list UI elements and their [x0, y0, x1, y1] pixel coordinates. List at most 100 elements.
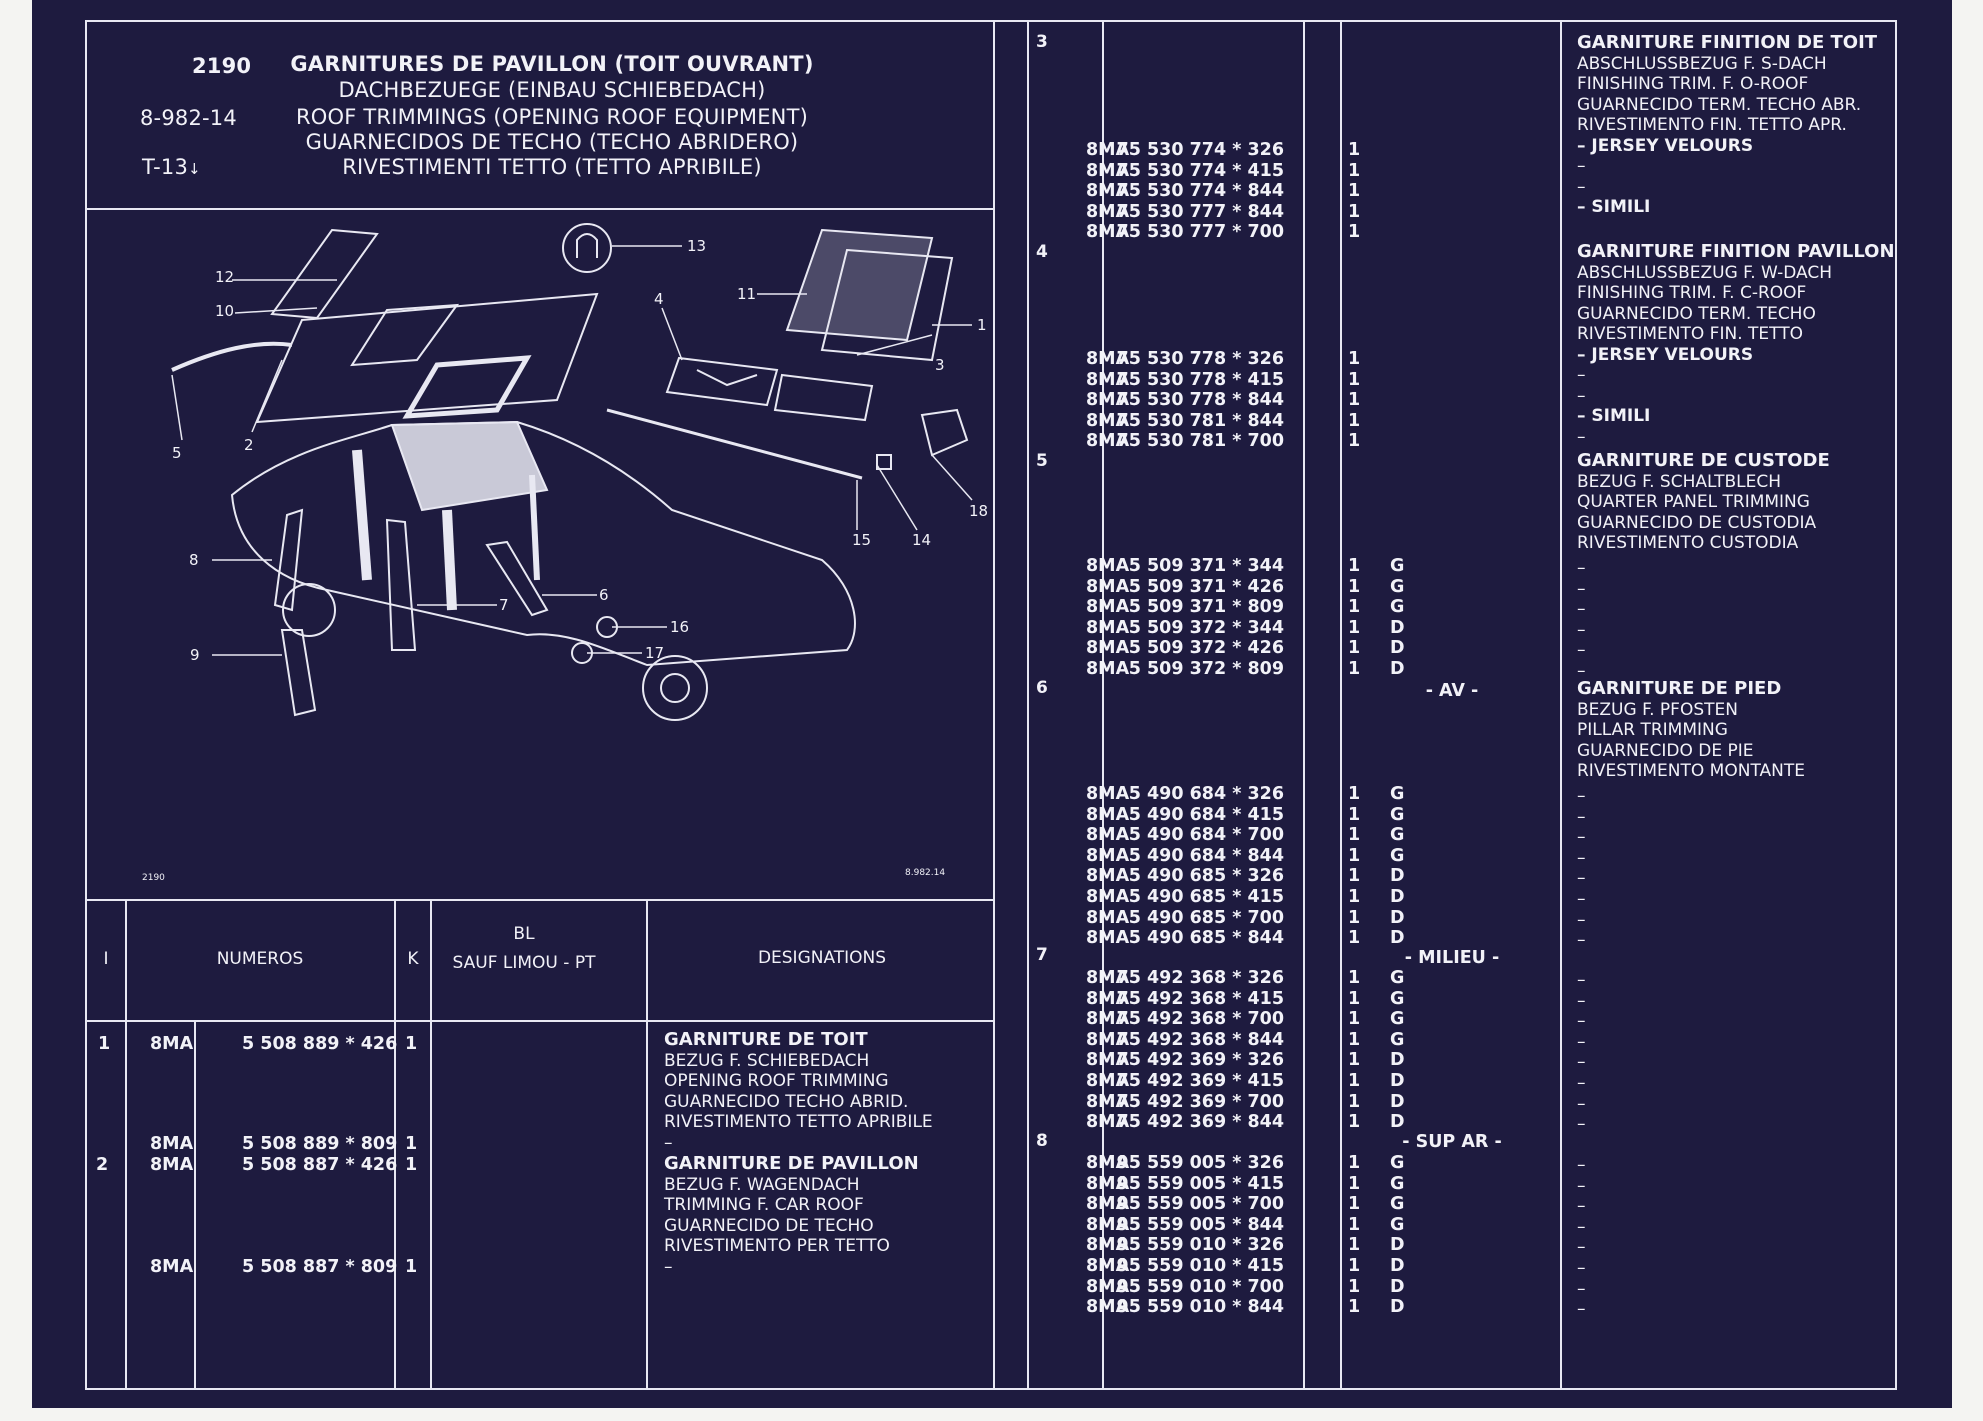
- callout-12: 12: [215, 268, 234, 286]
- row-code: 8MA: [1086, 1276, 1130, 1297]
- frame-line: [85, 899, 995, 901]
- frame-line: [85, 1020, 995, 1022]
- designation-line: FINISHING TRIM. F. C-ROOF: [1577, 283, 1807, 303]
- callout-9: 9: [190, 646, 200, 664]
- row-number: 5 508 887 * 426: [242, 1155, 398, 1175]
- callout-10: 10: [215, 302, 234, 320]
- col-header-i: I: [103, 949, 109, 969]
- row-side: D: [1390, 1050, 1405, 1071]
- designation-pillar: GARNITURE DE PIED BEZUG F. PFOSTEN PILLA…: [1577, 678, 1805, 782]
- row-number: 95 559 010 * 415: [1116, 1256, 1284, 1276]
- row-code: 8MA: [1086, 1297, 1130, 1318]
- position-sup-ar: - SUP AR -: [1402, 1132, 1502, 1152]
- row-code: 8MA: [1086, 1256, 1130, 1276]
- designation-title: GARNITURE FINITION DE TOIT: [1577, 32, 1878, 53]
- row-number: 5 490 684 * 844: [1128, 845, 1284, 866]
- row-qty: 1: [1348, 1276, 1361, 1297]
- row-code: 8MA: [150, 1134, 194, 1154]
- designation-dash: –: [1577, 1216, 1586, 1237]
- title-de: DACHBEZUEGE (EINBAU SCHIEBEDACH): [338, 78, 766, 102]
- frame-line: [1340, 20, 1342, 1390]
- designation-line: GUARNECIDO DE TECHO: [664, 1215, 874, 1236]
- row-code: 8MA: [1086, 1235, 1130, 1256]
- row-side: G: [1390, 556, 1405, 576]
- row-number: 95 559 010 * 700: [1116, 1276, 1284, 1297]
- designation-dash: –: [1577, 990, 1586, 1011]
- designation-line: RIVESTIMENTO FIN. TETTO: [1577, 324, 1803, 344]
- designation-dash: –: [1577, 930, 1586, 951]
- designation-line: RIVESTIMENTO MONTANTE: [1577, 761, 1805, 781]
- designation-line: –: [664, 1256, 673, 1277]
- row-qty: 1: [1348, 201, 1361, 222]
- catalog-ref: 8-982-14: [140, 106, 237, 130]
- part-13-clip: [562, 223, 612, 273]
- part-10-roof-panel: [255, 292, 599, 424]
- row-number: 75 530 774 * 844: [1116, 181, 1284, 202]
- callout-7: 7: [499, 596, 509, 614]
- frame-line: [1027, 20, 1897, 22]
- car-roof-highlight: [390, 420, 549, 512]
- frame-line: [1027, 1388, 1897, 1390]
- part-15-strip: [606, 408, 863, 480]
- part-18-block: [920, 408, 969, 457]
- frame-line: [394, 899, 396, 1389]
- row-side: D: [1390, 907, 1405, 928]
- position-milieu: - MILIEU -: [1404, 948, 1500, 968]
- row-index: 2: [96, 1155, 109, 1175]
- designation-roof-trim: GARNITURE DE TOIT BEZUG F. SCHIEBEDACH O…: [664, 1029, 933, 1153]
- row-side: D: [1390, 1112, 1405, 1133]
- row-code: 8MA: [1086, 369, 1130, 390]
- row-code: 8MA: [1086, 617, 1130, 638]
- row-side: G: [1390, 988, 1405, 1009]
- row-number: 75 530 777 * 700: [1116, 222, 1284, 243]
- designation-title: GARNITURE DE CUSTODE: [1577, 450, 1830, 471]
- row-qty: 1: [1348, 988, 1361, 1009]
- row-number: 75 530 774 * 326: [1116, 140, 1284, 160]
- row-qty: 1: [1348, 140, 1361, 160]
- designation-dash: –: [1577, 176, 1586, 197]
- part-12-strip: [270, 228, 379, 320]
- row-code: 8MA: [1086, 928, 1130, 949]
- row-number: 75 492 369 * 326: [1116, 1050, 1284, 1071]
- parts-catalog-sheet: 2190 8-982-14 T-13↓ GARNITURES DE PAVILL…: [32, 0, 1952, 1408]
- row-code: 8MA: [1086, 968, 1130, 988]
- row-code: 8MA: [1086, 804, 1130, 825]
- designation-dash: –: [1577, 1175, 1586, 1196]
- frame-line: [1027, 20, 1029, 1390]
- row-side: G: [1390, 1173, 1405, 1194]
- row-qty: 1: [1348, 1297, 1361, 1318]
- row-side: D: [1390, 1297, 1405, 1318]
- row-qty: 1: [1348, 804, 1361, 825]
- designation-dash: –: [1577, 1011, 1586, 1032]
- designation-option: – SIMILI: [1577, 406, 1651, 426]
- designation-dash: –: [1577, 1073, 1586, 1093]
- row-qty: 1: [1348, 1256, 1361, 1276]
- designation-option: – JERSEY VELOURS: [1577, 344, 1754, 365]
- row-code: 8MA: [1086, 866, 1130, 887]
- designation-line: RIVESTIMENTO PER TETTO: [664, 1236, 890, 1256]
- designation-dash: –: [1577, 1196, 1586, 1217]
- row-code: 8MA: [1086, 201, 1130, 222]
- row-number: 75 530 778 * 326: [1116, 349, 1284, 369]
- designation-line: BEZUG F. WAGENDACH: [664, 1174, 860, 1195]
- title-en: ROOF TRIMMINGS (OPENING ROOF EQUIPMENT): [296, 105, 808, 129]
- row-side: D: [1390, 638, 1405, 659]
- row-qty: 1: [1348, 390, 1361, 411]
- designation-line: ABSCHLUSSBEZUG F. W-DACH: [1577, 262, 1833, 283]
- row-code: 8MA: [1086, 907, 1130, 928]
- row-number: 75 530 778 * 844: [1116, 390, 1284, 411]
- col-header-designations: DESIGNATIONS: [757, 948, 887, 968]
- designation-dash: –: [1577, 847, 1586, 868]
- row-number: 5 508 889 * 426: [242, 1034, 398, 1054]
- part-roof-opening-frame: [402, 355, 532, 419]
- col-header-k: K: [407, 949, 419, 969]
- row-qty: 1: [1348, 431, 1361, 452]
- row-qty: 1: [1348, 1071, 1361, 1091]
- row-side: G: [1390, 845, 1405, 866]
- row-code: 8MA: [1086, 887, 1130, 907]
- row-qty: 1: [1348, 369, 1361, 390]
- row-qty: 1: [1348, 1235, 1361, 1256]
- row-number: 95 559 010 * 326: [1116, 1235, 1284, 1256]
- row-code: 8MA: [1086, 825, 1130, 846]
- row-qty: 1: [1348, 597, 1361, 618]
